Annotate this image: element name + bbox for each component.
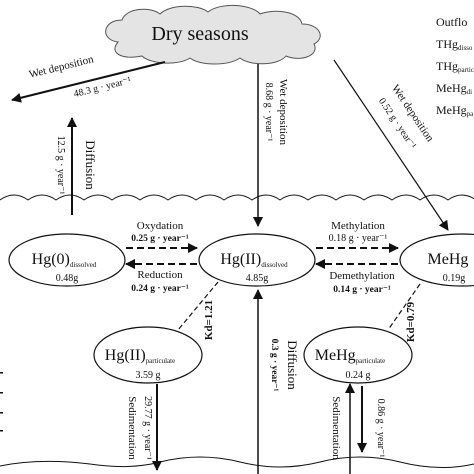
node-mehg-particulate-label: MeHgparticulate: [315, 347, 385, 365]
node-mehg-label: MeHg: [428, 251, 469, 268]
demethylation-label: Demethylation: [329, 270, 395, 282]
diffusion-air-label: Diffusion: [83, 140, 98, 190]
node-mehg-mass: 0.19g: [443, 273, 466, 284]
outflow-heading: Outflo: [436, 15, 467, 29]
diagram-title: Dry seasons: [151, 23, 248, 45]
wet-deposition-left-value: 48.3 g · year⁻¹: [73, 75, 133, 100]
demethylation-value: 0.14 g · year⁻¹: [333, 285, 391, 295]
node-mehg-particulate-mass: 0.24 g: [346, 370, 371, 381]
reduction-value: 0.24 g · year⁻¹: [131, 284, 189, 294]
node-hgii-particulate-label: Hg(II)particulate: [105, 347, 175, 365]
water-surface-line: [0, 194, 474, 201]
outflow-item-thg-particulate: THgpartic: [436, 59, 474, 74]
kd-mehg-label: Kd=0.79: [405, 301, 417, 342]
sedimentation-mehg-label: Sedimentation: [330, 396, 342, 460]
sediment-boundary-line: [0, 456, 474, 469]
wet-deposition-left-label: Wet deposition: [28, 53, 95, 81]
sedimentation-hg-value: 29.77 g · year⁻¹: [142, 396, 153, 460]
diffusion-air-value: 12.5 g · year⁻¹: [55, 136, 66, 195]
methylation-label: Methylation: [331, 220, 385, 232]
node-hgii-label: Hg(II)dissolved: [220, 251, 288, 269]
node-hgii-particulate-mass: 3.59 g: [136, 370, 161, 381]
outflow-item-thg-dissolved: THgdisso: [436, 37, 473, 52]
left-edge-marks: [0, 372, 3, 432]
wet-deposition-center-label: Wet deposition: [277, 79, 289, 146]
reduction-label: Reduction: [137, 269, 183, 281]
diffusion-sediment-label: Diffusion: [285, 340, 300, 390]
kd-hg-partition-line: [177, 281, 219, 331]
outflow-item-mehg-particulate: MeHgpa: [436, 103, 474, 118]
oxydation-label: Oxydation: [137, 220, 184, 232]
diffusion-sediment-value: 0.3 g · year⁻¹: [269, 339, 279, 392]
node-hg0-mass: 0.48g: [56, 273, 79, 284]
node-hgii-particulate: [93, 326, 203, 384]
oxydation-value: 0.25 g · year⁻¹: [131, 234, 189, 244]
node-hgii-mass: 4.85g: [246, 273, 269, 284]
sedimentation-hg-label: Sedimentation: [126, 396, 138, 460]
wet-deposition-right-arrow: [333, 59, 449, 231]
kd-hg-label: Kd=1.21: [203, 300, 215, 340]
kd-mehg-partition-line: [387, 283, 421, 331]
node-mehg-dissolved: [399, 233, 474, 287]
wet-deposition-left-arrow: [11, 61, 166, 103]
node-hg0-label: Hg(0)dissolved: [32, 251, 97, 269]
cloud-icon: [105, 5, 321, 65]
sedimentation-mehg-value: 0.86 g · year⁻¹: [375, 399, 386, 458]
wet-deposition-center-value: 8.68 g · year⁻¹: [263, 83, 274, 142]
node-mehg-particulate: [303, 326, 413, 384]
methylation-value: 0.18 g · year⁻¹: [329, 233, 388, 244]
outflow-item-mehg-dissolved: MeHgdi: [436, 81, 472, 96]
outflow-legend: Outflo THgdisso THgpartic MeHgdi MeHgpa: [436, 15, 474, 118]
